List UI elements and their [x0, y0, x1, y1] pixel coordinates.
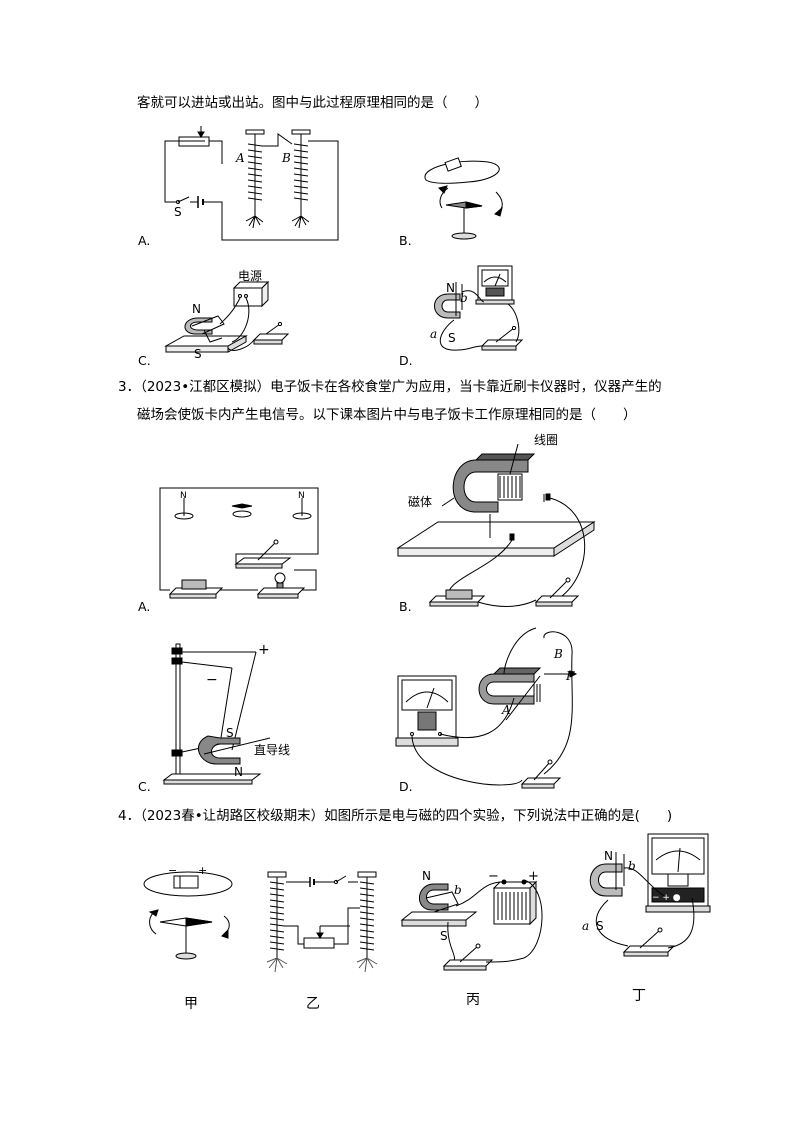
q3-option-d[interactable]: D. — [399, 779, 413, 794]
label-b: B — [281, 151, 291, 165]
label-a: A — [501, 703, 511, 717]
label-n: N — [192, 302, 201, 316]
q3-option-b[interactable]: B. — [399, 599, 412, 614]
label-plus: + — [528, 869, 539, 884]
q4-caption-3: 丙 — [466, 992, 480, 1008]
label-b: b — [628, 859, 636, 873]
label-f: F — [565, 669, 575, 683]
label-n1: N — [180, 491, 187, 501]
q2-option-c[interactable]: C. — [138, 353, 151, 368]
q3-text-line1: 3．（2023•江都区模拟）电子饭卡在各校食堂广为应用，当卡靠近刷卡仪器时，仪器… — [118, 379, 662, 395]
q2-option-b[interactable]: B. — [399, 233, 412, 248]
q3-figure-b: 线圈 磁体 — [394, 430, 604, 610]
q4-figure-4: − + ● N b a S — [572, 830, 722, 970]
q2-figure-a: A B S — [160, 124, 350, 244]
q4-figure-1: − + — [138, 858, 242, 964]
label-n: N — [234, 765, 243, 779]
label-minus: − — [488, 869, 499, 884]
label-n: N — [446, 281, 455, 295]
label-n2: N — [298, 491, 305, 501]
label-s: S — [226, 726, 234, 740]
q3-figure-d: B F A — [394, 624, 594, 794]
label-n: N — [604, 849, 613, 863]
label-minus: − — [168, 864, 177, 877]
q3-option-c[interactable]: C. — [138, 779, 151, 794]
label-s: S — [596, 919, 604, 933]
label-plus: + — [198, 864, 207, 877]
label-s: S — [194, 347, 202, 361]
label-minus: − — [206, 672, 218, 688]
label-b: b — [454, 883, 462, 897]
label-a: a — [430, 327, 437, 341]
label-coil: 线圈 — [534, 433, 558, 447]
q4-figure-2 — [262, 868, 382, 980]
label-power: 电源 — [238, 269, 262, 283]
meter-scale: − + ● — [652, 893, 681, 903]
q2-figure-b — [418, 150, 518, 242]
q3-option-a[interactable]: A. — [138, 599, 151, 614]
label-a: a — [582, 919, 589, 933]
label-b: B — [553, 647, 563, 661]
q4-caption-2: 乙 — [306, 996, 320, 1012]
label-s: S — [174, 205, 182, 219]
q4-caption-1: 甲 — [184, 996, 198, 1012]
q4-figure-3: N b S − + — [400, 858, 550, 982]
label-a: A — [235, 151, 245, 165]
q2-text-line: 客就可以进站或出站。图中与此过程原理相同的是（ ） — [137, 95, 488, 111]
q4-caption-4: 丁 — [632, 988, 646, 1004]
label-n: N — [422, 869, 431, 883]
label-plus: + — [258, 642, 270, 658]
q2-figure-d: N b a S — [418, 262, 528, 358]
q2-option-d[interactable]: D. — [399, 353, 413, 368]
label-magnet: 磁体 — [408, 494, 432, 509]
label-s: S — [448, 331, 456, 345]
label-wire: 直导线 — [254, 743, 290, 757]
q3-text-line2: 磁场会使饭卡内产生电信号。以下课本图片中与电子饭卡工作原理相同的是（ ） — [137, 407, 637, 423]
q3-figure-c: + − S N 直导线 — [160, 640, 310, 788]
label-s: S — [440, 929, 448, 943]
q3-figure-a: N N — [158, 486, 323, 606]
q4-text-line: 4．（2023春•让胡路区校级期末）如图所示是电与磁的四个实验，下列说法中正确的… — [118, 808, 673, 824]
q2-figure-c: N S 电源 — [162, 268, 297, 364]
q2-option-a[interactable]: A. — [138, 233, 151, 248]
label-b: b — [460, 291, 468, 305]
